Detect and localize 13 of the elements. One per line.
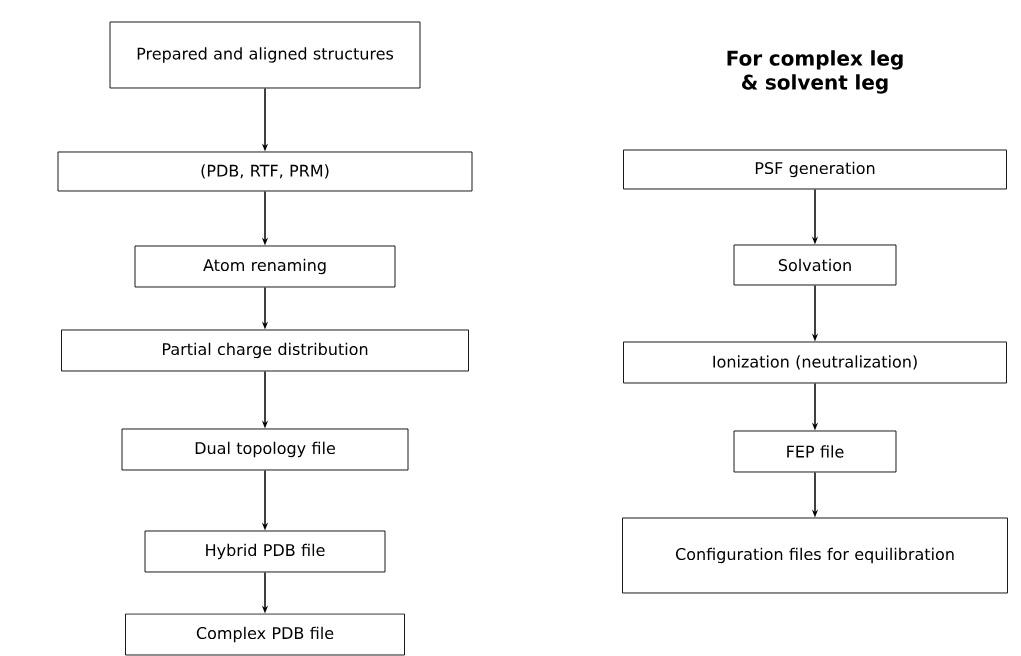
process-box: Ionization (neutralization): [623, 341, 1007, 384]
process-box: Atom renaming: [134, 245, 396, 288]
process-box: FEP file: [733, 430, 897, 473]
process-box: Prepared and aligned structures: [109, 21, 421, 89]
process-box: PSF generation: [623, 149, 1007, 190]
process-box: Dual topology file: [121, 428, 409, 471]
process-box: Hybrid PDB file: [144, 530, 386, 573]
heading: For complex leg & solvent leg: [727, 50, 903, 94]
process-box: (PDB, RTF, PRM): [57, 151, 473, 192]
process-box: Complex PDB file: [125, 613, 405, 656]
process-box: Partial charge distribution: [61, 329, 469, 372]
process-box: Solvation: [733, 244, 897, 286]
process-box: Configuration files for equilibration: [622, 517, 1008, 594]
